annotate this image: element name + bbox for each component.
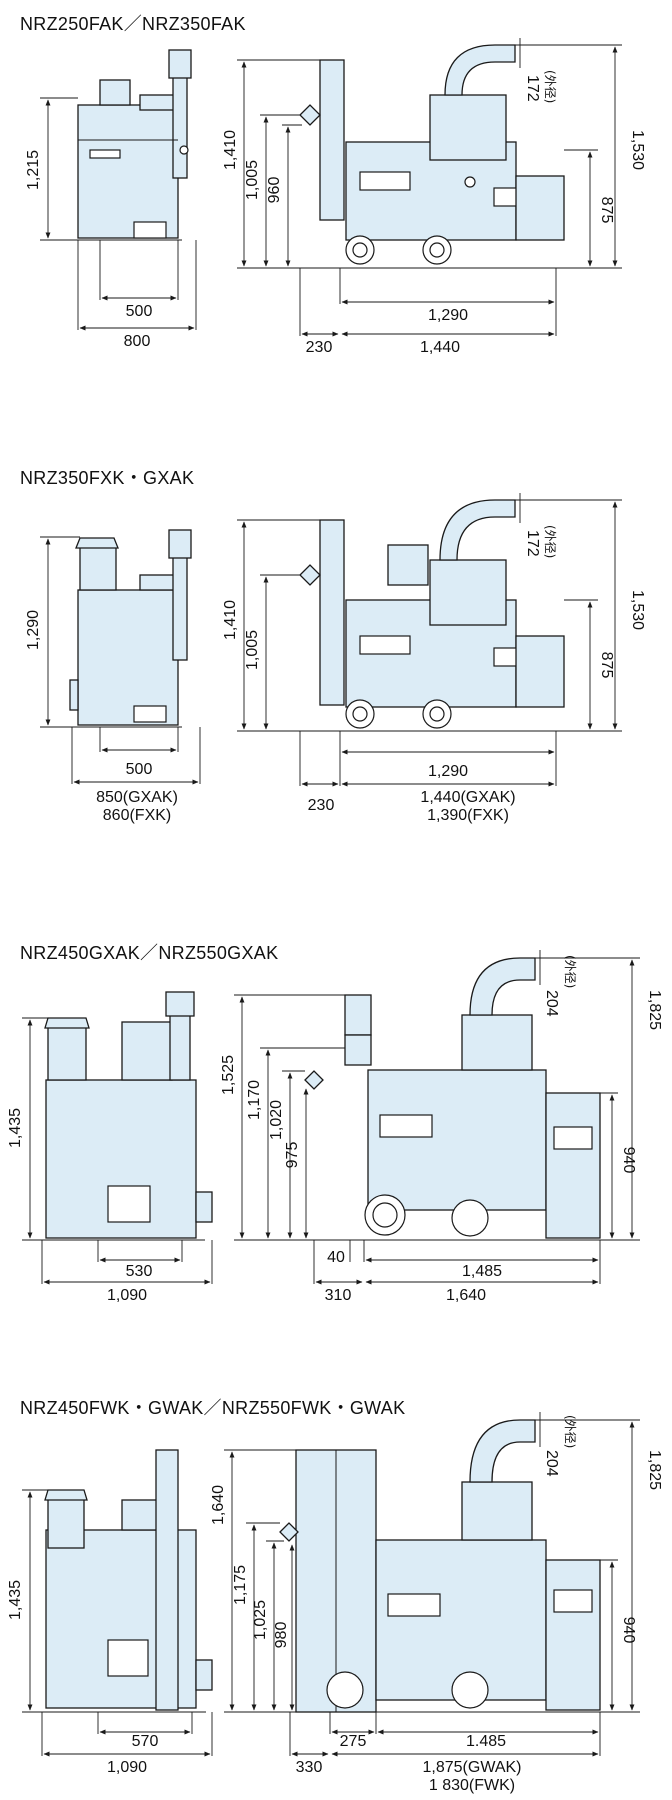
front-w-left: 230 (306, 339, 333, 356)
front-h4: 975 (284, 1142, 301, 1169)
front-h3: 960 (266, 177, 283, 204)
front-h-total: 1,825 (646, 990, 663, 1030)
front-h-right: 875 (598, 197, 615, 224)
duct-diameter: 172 (524, 75, 541, 102)
front-w-total: 1,640 (446, 1287, 486, 1304)
duct-note: (外径) (563, 1415, 577, 1448)
front-view-machine (299, 44, 565, 269)
front-h2: 1,170 (246, 1080, 263, 1120)
front-h-right: 940 (620, 1617, 637, 1644)
section-nrz350fxk: NRZ350FXK・GXAK 1,290 500 850(GXAK) 860(F… (20, 468, 646, 824)
front-h1: 1,410 (222, 600, 239, 640)
section-title: NRZ250FAK／NRZ350FAK (20, 14, 246, 34)
side-height-label: 1,290 (25, 610, 42, 650)
front-view-machine (304, 957, 601, 1241)
section-title: NRZ450GXAK／NRZ550GXAK (20, 943, 278, 963)
front-h3: 1,020 (268, 1100, 285, 1140)
front-h2: 1,005 (244, 630, 261, 670)
front-w-small: 275 (340, 1733, 367, 1750)
front-h3: 1,025 (252, 1600, 269, 1640)
side-base-width: 500 (126, 761, 153, 778)
side-base-width: 570 (132, 1733, 159, 1750)
duct-note: (外径) (543, 70, 557, 103)
front-w-total: 1,440 (420, 339, 460, 356)
duct-diameter: 204 (543, 990, 560, 1017)
section-nrz450gxak: NRZ450GXAK／NRZ550GXAK 1,435 530 1,090 (7, 943, 663, 1304)
front-h-right: 875 (598, 652, 615, 679)
side-total-width: 800 (124, 333, 151, 350)
front-w-left: 310 (325, 1287, 352, 1304)
duct-note: (外径) (563, 955, 577, 988)
front-w1: 1,485 (462, 1263, 502, 1280)
front-h-total: 1,825 (646, 1450, 663, 1490)
front-h1: 1,525 (220, 1055, 237, 1095)
front-h-right: 940 (620, 1147, 637, 1174)
front-w1: 1,290 (428, 307, 468, 324)
section-title: NRZ450FWK・GWAK／NRZ550FWK・GWAK (20, 1398, 405, 1418)
duct-diameter: 204 (543, 1450, 560, 1477)
section-title: NRZ350FXK・GXAK (20, 468, 194, 488)
front-view-machine (279, 1419, 601, 1713)
front-w-total-1: 1,875(GWAK) (423, 1759, 522, 1776)
front-view-machine (299, 499, 565, 732)
section-nrz250fak: NRZ250FAK／NRZ350FAK 1,215 500 800 (20, 14, 646, 356)
front-w1: 1.485 (466, 1733, 506, 1750)
duct-diameter: 172 (524, 530, 541, 557)
front-w-total-2: 1 830(FWK) (429, 1777, 515, 1794)
front-w-total-2: 1,390(FXK) (427, 807, 509, 824)
side-base-width: 530 (126, 1263, 153, 1280)
side-view-machine (74, 49, 192, 241)
side-height-label: 1,215 (25, 150, 42, 190)
section-nrz450fwk: NRZ450FWK・GWAK／NRZ550FWK・GWAK 1,435 570 … (7, 1398, 663, 1794)
side-base-width: 500 (126, 303, 153, 320)
side-view-machine (40, 1449, 213, 1713)
front-w-left: 330 (296, 1759, 323, 1776)
side-total-width-2: 860(FXK) (103, 807, 171, 824)
side-total-width-1: 850(GXAK) (96, 789, 178, 806)
side-view-machine (40, 991, 213, 1241)
side-total-width: 1,090 (107, 1287, 147, 1304)
side-view-machine (69, 529, 192, 728)
duct-note: (外径) (543, 525, 557, 558)
front-h-total: 1,530 (629, 590, 646, 630)
front-w1: 1,290 (428, 763, 468, 780)
side-total-width: 1,090 (107, 1759, 147, 1776)
front-h-total: 1,530 (629, 130, 646, 170)
side-height-label: 1,435 (7, 1108, 24, 1148)
front-w-small: 40 (327, 1249, 345, 1266)
front-h2: 1,175 (232, 1565, 249, 1605)
front-w-total-1: 1,440(GXAK) (420, 789, 515, 806)
front-w-left: 230 (308, 797, 335, 814)
front-h1: 1,640 (210, 1485, 227, 1525)
front-h2: 1,005 (244, 160, 261, 200)
side-height-label: 1,435 (7, 1580, 24, 1620)
front-h4: 980 (273, 1622, 290, 1649)
front-h1: 1,410 (222, 130, 239, 170)
